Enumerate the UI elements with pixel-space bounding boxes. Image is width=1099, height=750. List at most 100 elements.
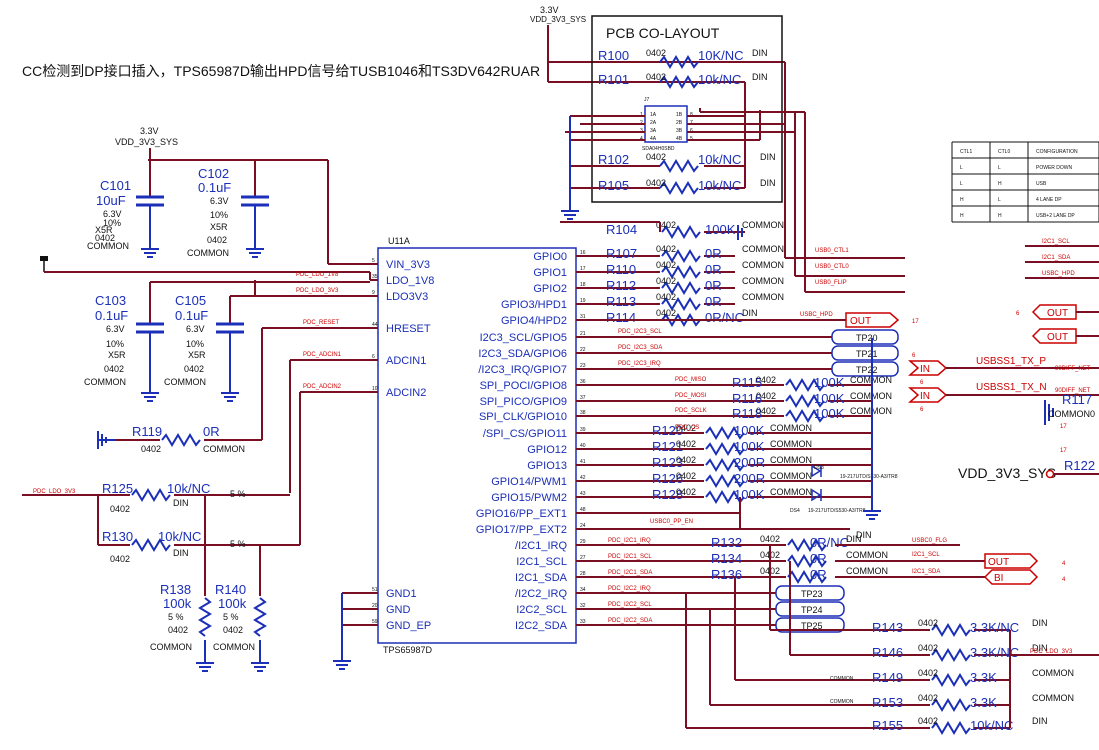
resistor-grp: DIN: [1032, 618, 1048, 628]
resistor-ref: R155: [872, 718, 903, 733]
c102-value: 0.1uF: [198, 180, 231, 195]
test-point[interactable]: [831, 361, 899, 377]
resistor-pkg: 0402: [760, 534, 780, 544]
net-usbc-hpd: USBC_HPD: [800, 312, 833, 318]
resistor-value: 100K: [814, 375, 845, 390]
net-label: COMMON: [830, 699, 854, 705]
port-out-right-2: [1031, 328, 1077, 344]
resistor-ref: R107: [606, 246, 637, 261]
ic-pin-name: /SPI_CS/GPIO11: [483, 428, 567, 440]
ic-pin-name: GPIO15/PWM2: [491, 492, 567, 504]
net-usbc0-flg: USBC0_FLG: [912, 538, 947, 544]
c101-tol: 10%: [103, 218, 121, 228]
port-ref-4a: 4: [1062, 561, 1066, 567]
j7-pin-a: 4A: [650, 136, 657, 142]
resistor-pkg: 0402: [656, 260, 676, 270]
r101-grp: DIN: [752, 72, 768, 82]
resistor-value: 0R: [705, 246, 722, 261]
ground-symbol: [863, 510, 881, 520]
ic-pin-number: 28: [580, 571, 586, 577]
r101-value: 10k/NC: [698, 72, 741, 87]
port-out-hpd: [845, 312, 900, 328]
resistor-grp: COMMON: [742, 220, 784, 230]
top-power-volt: 3.3V: [540, 5, 559, 15]
resistor-ref: R110: [606, 262, 636, 277]
r105-value: 10k/NC: [698, 178, 741, 193]
colayout-title: PCB CO-LAYOUT: [606, 25, 720, 41]
resistor-value: 200R: [734, 455, 765, 470]
c101-pkg: 0402: [95, 233, 115, 243]
resistor-value: 100K: [814, 406, 845, 421]
port-out-hpd-label: OUT: [850, 316, 871, 327]
resistor-value: 100K: [705, 222, 736, 237]
resistor-grp: DIN: [742, 308, 758, 318]
net-90diff-p: 90DIFF_NET: [1055, 366, 1091, 372]
resistor-grp: COMMON: [742, 276, 784, 286]
test-point[interactable]: [831, 345, 899, 361]
resistor-grp: COMMON: [742, 244, 784, 254]
far-right-nets: [1025, 245, 1099, 279]
c103-value: 0.1uF: [95, 308, 128, 323]
j7-pin-b: 4B: [676, 136, 683, 142]
ic-pin-number: 43: [580, 491, 586, 497]
resistor-ref: R104: [606, 222, 637, 237]
resistor-pkg: 0402: [756, 391, 776, 401]
resistor-r125: [131, 489, 171, 501]
net-usbss1-tx-n: USBSS1_TX_N: [976, 382, 1047, 393]
resistor-pkg: 0402: [676, 455, 696, 465]
net-usb0-ctl1: USB0_CTL1: [815, 248, 849, 254]
ic-pin-number: 24: [580, 523, 586, 529]
resistor-ref: R132: [711, 535, 742, 550]
test-point[interactable]: [775, 617, 845, 633]
resistor-pkg: 0402: [656, 220, 676, 230]
port-out-right-2-label: OUT: [1047, 332, 1068, 343]
config-table-cell: H: [998, 213, 1002, 219]
header-note: CC检测到DP接口插入，TPS65987D输出HPD信号给TUSB1046和TS…: [22, 63, 540, 79]
resistor-pkg: 0402: [918, 643, 938, 653]
ic-pin-number: 48: [580, 507, 586, 513]
ic-pin-number: 16: [580, 250, 586, 256]
j7-pin-b: 1B: [676, 112, 683, 118]
config-table-cell: 4 LANE DP: [1036, 197, 1062, 203]
ic-pin-name: I2C1_SCL: [516, 556, 567, 568]
resistor-value: 100K: [814, 391, 845, 406]
ic-pin-number: 9: [372, 290, 375, 296]
net-label: PDC_I2C1_IRQ: [608, 538, 651, 544]
test-point[interactable]: [775, 601, 845, 617]
net-usbss1-tx-p: USBSS1_TX_P: [976, 356, 1046, 367]
net-i2c1-sda-r: I2C1_SDA: [912, 569, 940, 575]
ic-left-pins: VIN_3V35LDO_1V835LDO3V39HRESET44ADCIN16A…: [372, 258, 434, 632]
r140-grp: COMMON: [213, 642, 255, 652]
r119-ref: R119: [132, 424, 162, 439]
r102-pkg: 0402: [646, 152, 666, 162]
resistor-ref: R118: [732, 406, 762, 421]
resistor-value: 0R: [705, 294, 722, 309]
ic-pin-number: 34: [580, 587, 586, 593]
test-point-label: TP20: [856, 333, 878, 343]
resistor-ref: R126: [652, 471, 683, 486]
c103-diel: X5R: [108, 350, 126, 360]
resistor-grp: DIN: [1032, 643, 1048, 653]
top-power-net: VDD_3V3_SYS: [530, 15, 586, 24]
resistor-grp: COMMON: [742, 260, 784, 270]
ic-pin-number: 18: [580, 282, 586, 288]
test-point[interactable]: [831, 329, 899, 345]
c105-ref: C105: [175, 293, 206, 308]
resistor-grp: COMMON: [846, 566, 888, 576]
ic-pin-number: 27: [580, 555, 586, 561]
j7-pin-b: 3B: [676, 128, 683, 134]
j7-part: SDA04H0SBD: [642, 146, 675, 152]
resistor-value: 3.3K: [970, 670, 997, 685]
ic-pin-number: 36: [580, 379, 586, 385]
resistor-value: 0R: [705, 278, 722, 293]
r122-ref: R122: [1064, 458, 1095, 473]
r117-ref: R117: [1062, 392, 1092, 407]
ic-pin-number: 35: [372, 274, 378, 280]
ic-pin-number: 39: [580, 427, 586, 433]
net-usb0-ctl0: USB0_CTL0: [815, 264, 849, 270]
r119-value: 0R: [203, 424, 220, 439]
left-power-net: VDD_3V3_SYS: [115, 137, 178, 147]
test-point[interactable]: [775, 585, 845, 601]
resistor-grp: COMMON: [1032, 668, 1074, 678]
